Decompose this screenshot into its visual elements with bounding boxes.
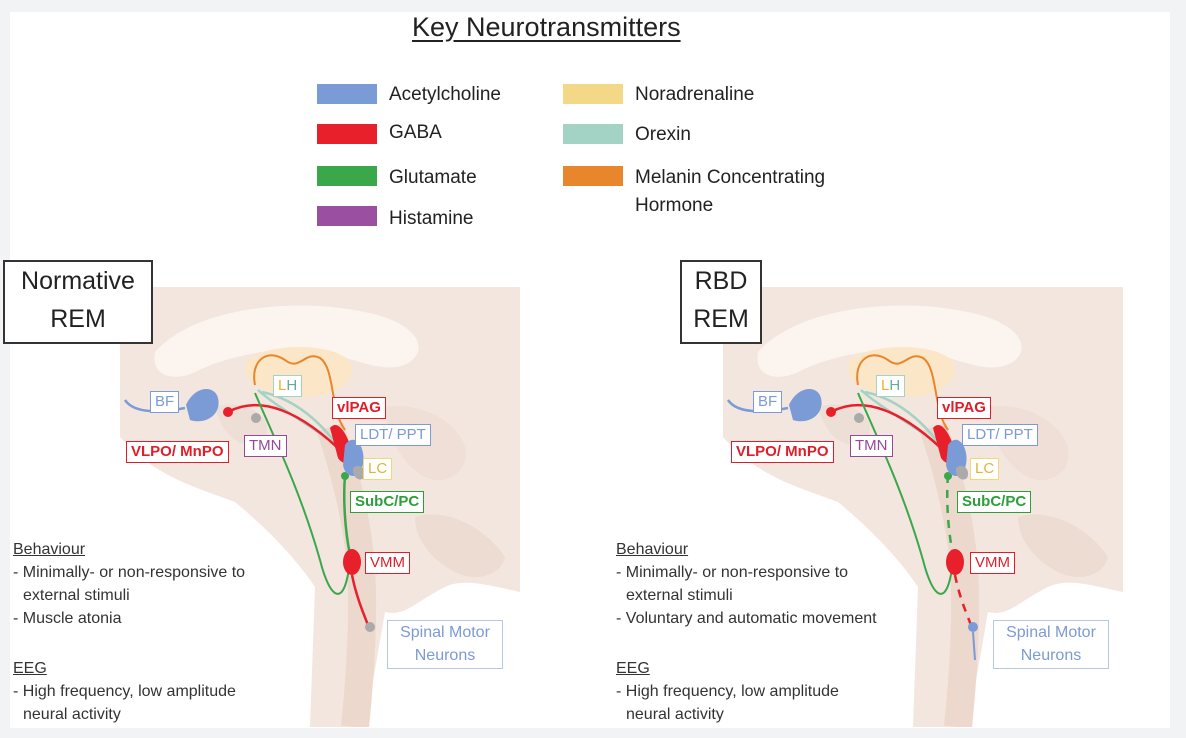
- legend-label-mch-line2: Hormone: [635, 195, 714, 216]
- panel-title-normative: Normative REM: [3, 260, 153, 344]
- behaviour-line: - Voluntary and automatic movement: [616, 610, 877, 627]
- label-ldt-ppt: LDT/ PPT: [962, 424, 1038, 446]
- legend-label-gaba: GABA: [389, 122, 442, 143]
- legend-label-histamine: Histamine: [389, 208, 474, 229]
- label-bf: BF: [753, 391, 783, 413]
- label-spinal-motor-neurons: Spinal Motor Neurons: [993, 620, 1109, 669]
- legend-swatch-orexin: [563, 124, 623, 144]
- label-lc: LC: [970, 458, 1000, 480]
- label-lh-l: L: [881, 377, 890, 394]
- legend-swatch-glutamate: [317, 166, 377, 186]
- behaviour-line: external stimuli: [626, 587, 733, 604]
- spinal-line1: Spinal Motor: [1006, 624, 1096, 641]
- spinal-line2: Neurons: [414, 647, 476, 664]
- label-vlpag: vlPAG: [332, 397, 386, 419]
- legend-swatch-mch: [563, 166, 623, 186]
- legend-label-mch: Melanin Concentrating: [635, 167, 826, 188]
- label-tmn: TMN: [850, 435, 893, 457]
- behaviour-heading: Behaviour: [13, 541, 86, 558]
- label-lh-l: L: [278, 377, 287, 394]
- eeg-line: neural activity: [626, 706, 724, 723]
- behaviour-line: - Minimally- or non-responsive to: [13, 564, 246, 581]
- label-lh-h: H: [286, 377, 298, 394]
- label-lh: LH: [876, 375, 906, 397]
- label-lc: LC: [363, 458, 393, 480]
- label-bf: BF: [150, 391, 180, 413]
- eeg-normative: EEG - High frequency, low amplitude neur…: [13, 657, 236, 726]
- legend-swatch-acetylcholine: [317, 84, 377, 104]
- label-tmn: TMN: [244, 435, 287, 457]
- spinal-line2: Neurons: [1020, 647, 1082, 664]
- legend-label-acetylcholine: Acetylcholine: [389, 84, 501, 105]
- label-vmm: VMM: [970, 552, 1015, 574]
- eeg-line: - High frequency, low amplitude: [13, 683, 236, 700]
- legend-swatch-noradrenaline: [563, 84, 623, 104]
- pathways-rbd: [726, 354, 978, 661]
- behaviour-line: - Muscle atonia: [13, 610, 122, 627]
- panel-title-line2: REM: [50, 305, 106, 333]
- pathways-normative: [123, 354, 375, 632]
- label-subc-pc: SubC/PC: [957, 491, 1032, 513]
- label-vlpo-mnpo: VLPO/ MnPO: [126, 441, 229, 463]
- legend-swatch-gaba: [317, 124, 377, 144]
- eeg-rbd: EEG - High frequency, low amplitude neur…: [616, 657, 839, 726]
- eeg-heading: EEG: [616, 660, 650, 677]
- behaviour-heading: Behaviour: [616, 541, 689, 558]
- label-lh-h: H: [889, 377, 901, 394]
- label-ldt-ppt: LDT/ PPT: [355, 424, 431, 446]
- legend-label-orexin: Orexin: [635, 124, 691, 145]
- legend-label-glutamate: Glutamate: [389, 167, 477, 188]
- label-vmm: VMM: [365, 552, 410, 574]
- label-vlpo-mnpo: VLPO/ MnPO: [731, 441, 834, 463]
- eeg-line: neural activity: [23, 706, 121, 723]
- label-lh: LH: [273, 375, 303, 397]
- panel-title-line2: REM: [693, 305, 749, 333]
- spinal-line1: Spinal Motor: [400, 624, 490, 641]
- label-subc-pc: SubC/PC: [350, 491, 425, 513]
- legend-swatch-histamine: [317, 206, 377, 226]
- label-spinal-motor-neurons: Spinal Motor Neurons: [387, 620, 503, 669]
- eeg-line: - High frequency, low amplitude: [616, 683, 839, 700]
- behaviour-normative: Behaviour - Minimally- or non-responsive…: [13, 538, 245, 630]
- behaviour-line: external stimuli: [23, 587, 130, 604]
- figure-title: Key Neurotransmitters: [412, 12, 681, 42]
- eeg-heading: EEG: [13, 660, 47, 677]
- label-vlpag: vlPAG: [937, 397, 991, 419]
- panel-title-line1: RBD: [694, 267, 748, 295]
- panel-title-rbd: RBD REM: [680, 260, 762, 344]
- behaviour-rbd: Behaviour - Minimally- or non-responsive…: [616, 538, 877, 630]
- panel-title-line1: Normative: [21, 267, 135, 295]
- legend-label-noradrenaline: Noradrenaline: [635, 84, 755, 105]
- behaviour-line: - Minimally- or non-responsive to: [616, 564, 849, 581]
